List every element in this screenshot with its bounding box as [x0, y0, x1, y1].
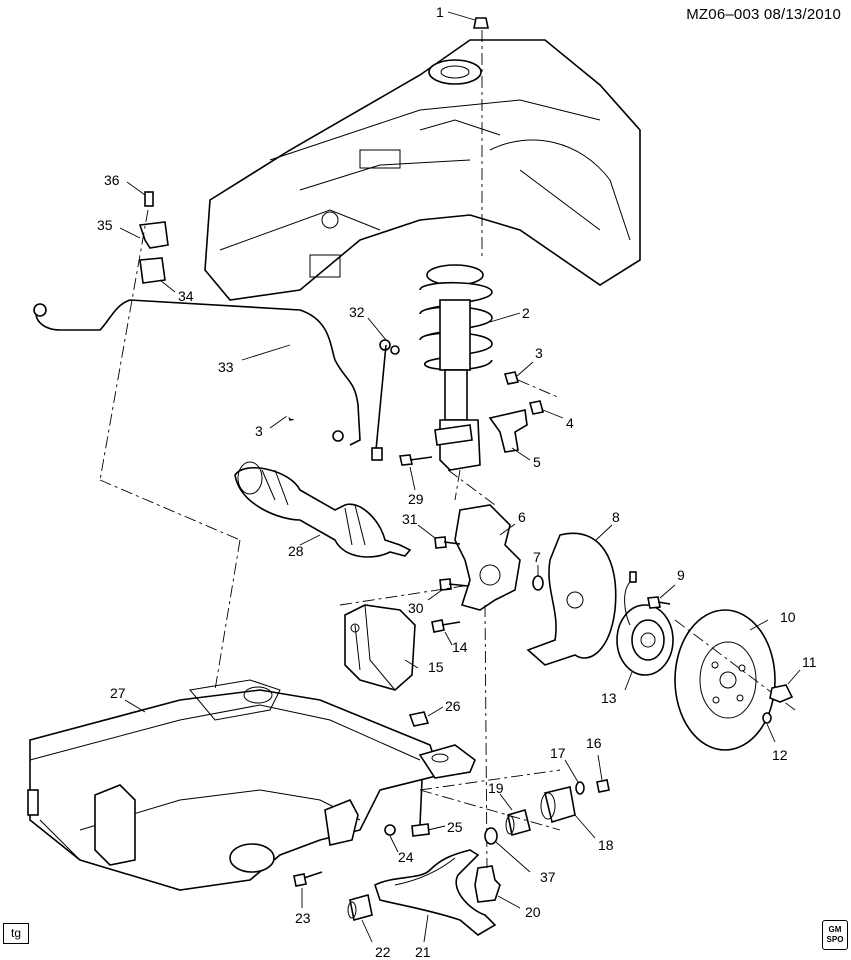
callout-30: 30 [408, 600, 424, 616]
callout-10: 10 [780, 609, 796, 625]
stabilizer-clamp [138, 221, 169, 249]
ball-joint [474, 865, 501, 903]
brake-caliper [344, 604, 416, 691]
bolt-29 [399, 454, 433, 466]
callout-23: 23 [295, 910, 311, 926]
callout-8: 8 [612, 509, 620, 525]
callout-11: 11 [802, 654, 817, 670]
brake-rotor [674, 609, 776, 751]
callout-29: 29 [408, 491, 424, 507]
logo-line-1: GM [828, 925, 842, 934]
callout-19: 19 [488, 780, 504, 796]
callout-5: 5 [533, 454, 541, 470]
callout-1: 1 [436, 4, 444, 20]
callout-32: 32 [349, 304, 365, 320]
logo-line-2: SPO [826, 935, 844, 944]
washer-12 [762, 712, 772, 724]
bolt-14 [431, 619, 461, 633]
diagram-code-date: MZ06–003 08/13/2010 [686, 6, 841, 23]
callout-17: 17 [550, 745, 566, 761]
callout-3-lower: 3 [255, 423, 263, 439]
callout-9: 9 [677, 567, 685, 583]
wheel-hub [616, 571, 674, 676]
bolt-31 [434, 536, 461, 549]
callout-25: 25 [447, 819, 463, 835]
bushing-22 [347, 893, 373, 922]
callout-33: 33 [218, 359, 234, 375]
callout-34: 34 [178, 288, 194, 304]
callout-15: 15 [428, 659, 444, 675]
splash-shield [526, 532, 617, 666]
front-subframe [27, 679, 476, 891]
tg-stamp: tg [3, 923, 29, 944]
callout-13: 13 [601, 690, 617, 706]
strut-assembly [419, 264, 493, 471]
clamp-bolt [144, 191, 154, 207]
washer-24 [384, 824, 396, 836]
stabilizer-bar [33, 299, 361, 446]
callout-21: 21 [415, 944, 431, 960]
callout-22: 22 [375, 944, 391, 960]
bushing-37 [484, 827, 498, 845]
bolt-25 [411, 779, 430, 837]
gm-spo-logo: GM SPO [822, 920, 848, 950]
callout-2: 2 [522, 305, 530, 321]
callout-18: 18 [598, 837, 614, 853]
bolt-23 [293, 871, 323, 887]
callout-31: 31 [402, 511, 418, 527]
bolt-16 [596, 779, 610, 793]
washer-17 [575, 781, 585, 795]
stabilizer-bushing [139, 257, 166, 284]
callout-24: 24 [398, 849, 414, 865]
callout-37: 37 [540, 869, 556, 885]
callout-35: 35 [97, 217, 113, 233]
callout-12: 12 [772, 747, 788, 763]
callout-28: 28 [288, 543, 304, 559]
hub-nut [769, 684, 794, 703]
callout-27: 27 [110, 685, 126, 701]
callout-4: 4 [566, 415, 574, 431]
bracket-5 [488, 409, 528, 453]
callout-7: 7 [533, 549, 541, 565]
strut-nut [473, 17, 489, 29]
callout-20: 20 [525, 904, 541, 920]
callout-16: 16 [586, 735, 602, 751]
callout-36: 36 [104, 172, 120, 188]
nut-3-upper [503, 371, 520, 385]
stabilizer-link [371, 339, 400, 461]
callout-14: 14 [452, 639, 468, 655]
callout-3-upper: 3 [535, 345, 543, 361]
callout-26: 26 [445, 698, 461, 714]
lower-control-arm [374, 849, 497, 936]
nut-4 [529, 400, 544, 415]
drive-axle [234, 461, 412, 558]
body-strut-tower [204, 39, 641, 301]
callout-6: 6 [518, 509, 526, 525]
bolt-9 [647, 596, 671, 609]
nut-26 [408, 711, 430, 727]
steering-knuckle [454, 504, 521, 611]
